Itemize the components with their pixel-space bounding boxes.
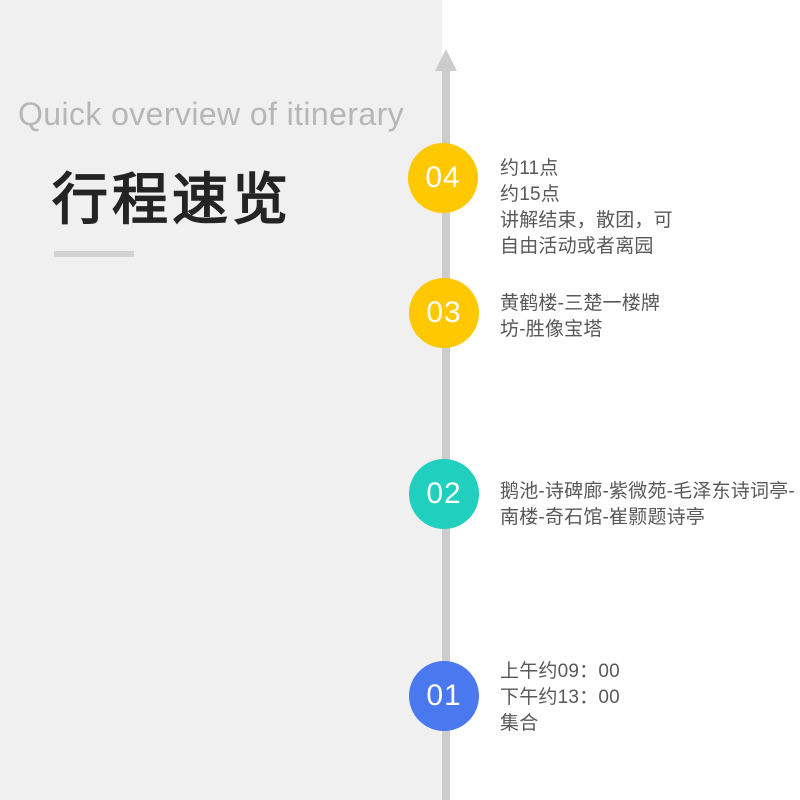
title-underline-rule bbox=[54, 251, 134, 257]
page-title: 行程速览 bbox=[52, 168, 292, 231]
timeline-description-02: 鹅池-诗碑廊-紫微苑-毛泽东诗词亭- 南楼-奇石馆-崔颢题诗亭 bbox=[500, 481, 795, 528]
timeline-node-number: 01 bbox=[426, 679, 462, 712]
timeline-description-04: 约11点 约15点 讲解结束，散团，可 自由活动或者离园 bbox=[500, 158, 673, 257]
timeline-node-04[interactable]: 04 bbox=[408, 143, 478, 213]
timeline-node-number: 03 bbox=[426, 296, 462, 329]
timeline-description-01: 上午约09：00 下午约13：00 集合 bbox=[500, 661, 620, 734]
timeline-node-01[interactable]: 01 bbox=[409, 661, 479, 731]
timeline-node-02[interactable]: 02 bbox=[409, 459, 479, 529]
left-background-panel bbox=[0, 0, 442, 800]
timeline-node-number: 04 bbox=[425, 161, 461, 194]
timeline-arrow-up-icon bbox=[435, 49, 457, 71]
timeline-description-03: 黄鹤楼-三楚一楼牌 坊-胜像宝塔 bbox=[500, 293, 661, 340]
timeline-axis-line bbox=[442, 70, 450, 800]
timeline-node-number: 02 bbox=[426, 477, 462, 510]
timeline-node-03[interactable]: 03 bbox=[409, 278, 479, 348]
subtitle-english: Quick overview of itinerary bbox=[18, 96, 405, 132]
